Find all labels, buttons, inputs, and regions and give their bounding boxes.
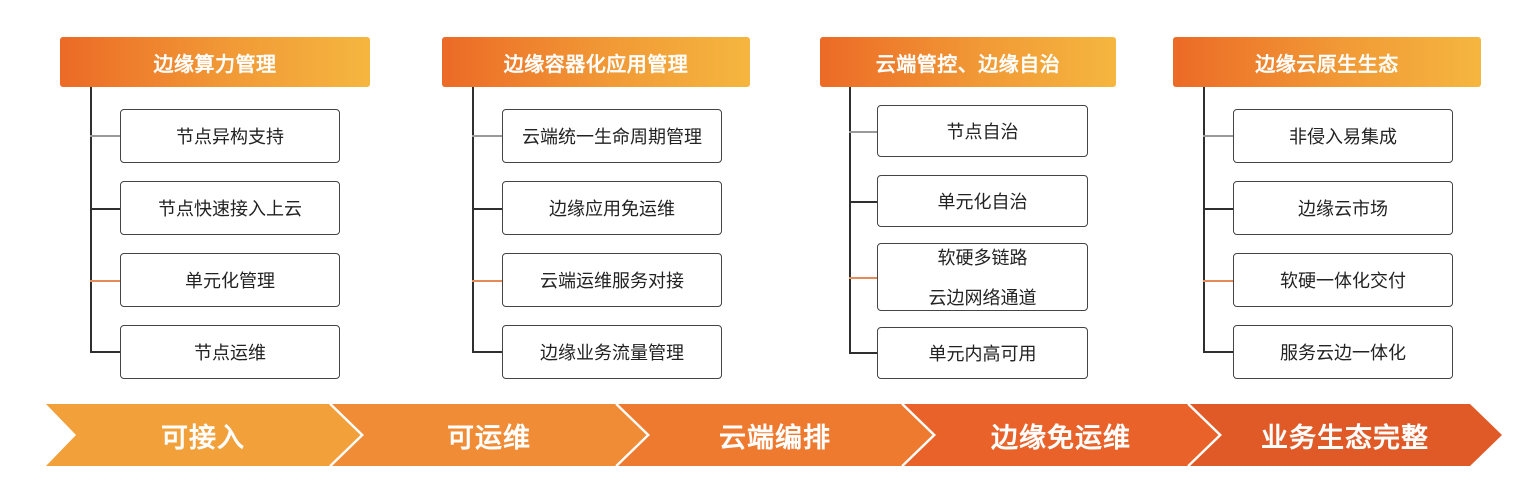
- stage-label: 业务生态完整: [1261, 422, 1429, 454]
- tree-connector: [472, 87, 474, 352]
- feature-box: 边缘业务流量管理: [502, 325, 722, 379]
- column-header: 云端管控、边缘自治: [820, 37, 1116, 87]
- feature-box: 云端运维服务对接: [502, 253, 722, 307]
- feature-label: 云端统一生命周期管理: [522, 127, 702, 148]
- stage-label: 可运维: [447, 422, 531, 454]
- feature-box: 云端统一生命周期管理: [502, 109, 722, 163]
- stage-chevron-3: [618, 404, 934, 466]
- feature-label: 边缘应用免运维: [549, 199, 675, 220]
- branch-line: [90, 280, 120, 282]
- feature-box: 软硬多链路 云边网络通道: [877, 243, 1088, 311]
- branch-line: [1203, 208, 1233, 210]
- feature-label: 软硬多链路: [937, 248, 1028, 269]
- stage-divider: [901, 403, 936, 467]
- feature-label: 边缘业务流量管理: [540, 343, 684, 364]
- feature-label: 节点异构支持: [176, 127, 284, 148]
- feature-box: 节点异构支持: [120, 109, 340, 163]
- stage-divider: [615, 403, 650, 467]
- feature-label: 云边网络通道: [928, 288, 1037, 309]
- branch-line: [472, 280, 502, 282]
- feature-box: 节点自治: [877, 105, 1088, 157]
- feature-label: 非侵入易集成: [1289, 127, 1397, 148]
- feature-label: 单元内高可用: [928, 344, 1037, 365]
- feature-box: 服务云边一体化: [1233, 325, 1453, 379]
- column-header: 边缘算力管理: [60, 37, 370, 87]
- stage-label: 云端编排: [719, 422, 831, 454]
- feature-box: 软硬一体化交付: [1233, 253, 1453, 307]
- tree-connector: [1203, 87, 1205, 352]
- feature-label: 边缘云市场: [1298, 199, 1388, 220]
- stage-chevron-5: [1190, 404, 1502, 466]
- branch-line: [849, 131, 879, 133]
- stage-label: 可接入: [161, 422, 245, 454]
- branch-line: [849, 277, 879, 279]
- feature-label: 单元化管理: [185, 271, 275, 292]
- stage-divider: [1187, 403, 1222, 467]
- feature-label: 节点自治: [946, 122, 1019, 143]
- branch-line: [90, 208, 120, 210]
- branch-line: [472, 208, 502, 210]
- feature-box: 边缘应用免运维: [502, 181, 722, 235]
- tree-connector: [90, 87, 92, 352]
- feature-box: 单元内高可用: [877, 327, 1088, 379]
- feature-label: 服务云边一体化: [1280, 343, 1406, 364]
- branch-line: [849, 201, 879, 203]
- feature-label: 单元化自治: [937, 192, 1028, 213]
- branch-line: [1203, 351, 1233, 353]
- feature-label: 节点快速接入上云: [158, 199, 302, 220]
- column-header: 边缘云原生生态: [1173, 37, 1481, 87]
- feature-label: 云端运维服务对接: [540, 271, 684, 292]
- feature-box: 非侵入易集成: [1233, 109, 1453, 163]
- branch-line: [90, 351, 120, 353]
- feature-box: 节点快速接入上云: [120, 181, 340, 235]
- branch-line: [849, 352, 879, 354]
- feature-box: 单元化自治: [877, 175, 1088, 227]
- feature-box: 单元化管理: [120, 253, 340, 307]
- stage-chevron-1: [46, 404, 362, 466]
- feature-label: 节点运维: [194, 343, 266, 364]
- feature-box: 边缘云市场: [1233, 181, 1453, 235]
- column-header: 边缘容器化应用管理: [442, 37, 750, 87]
- stage-divider: [329, 403, 364, 467]
- stage-chevron-4: [904, 404, 1220, 466]
- tree-connector: [849, 87, 851, 352]
- branch-line: [472, 351, 502, 353]
- branch-line: [1203, 280, 1233, 282]
- feature-box: 节点运维: [120, 325, 340, 379]
- branch-line: [90, 135, 120, 137]
- feature-label: 软硬一体化交付: [1280, 271, 1406, 292]
- branch-line: [1203, 135, 1233, 137]
- stage-chevron-2: [332, 404, 648, 466]
- stage-label: 边缘免运维: [991, 422, 1131, 454]
- branch-line: [472, 135, 502, 137]
